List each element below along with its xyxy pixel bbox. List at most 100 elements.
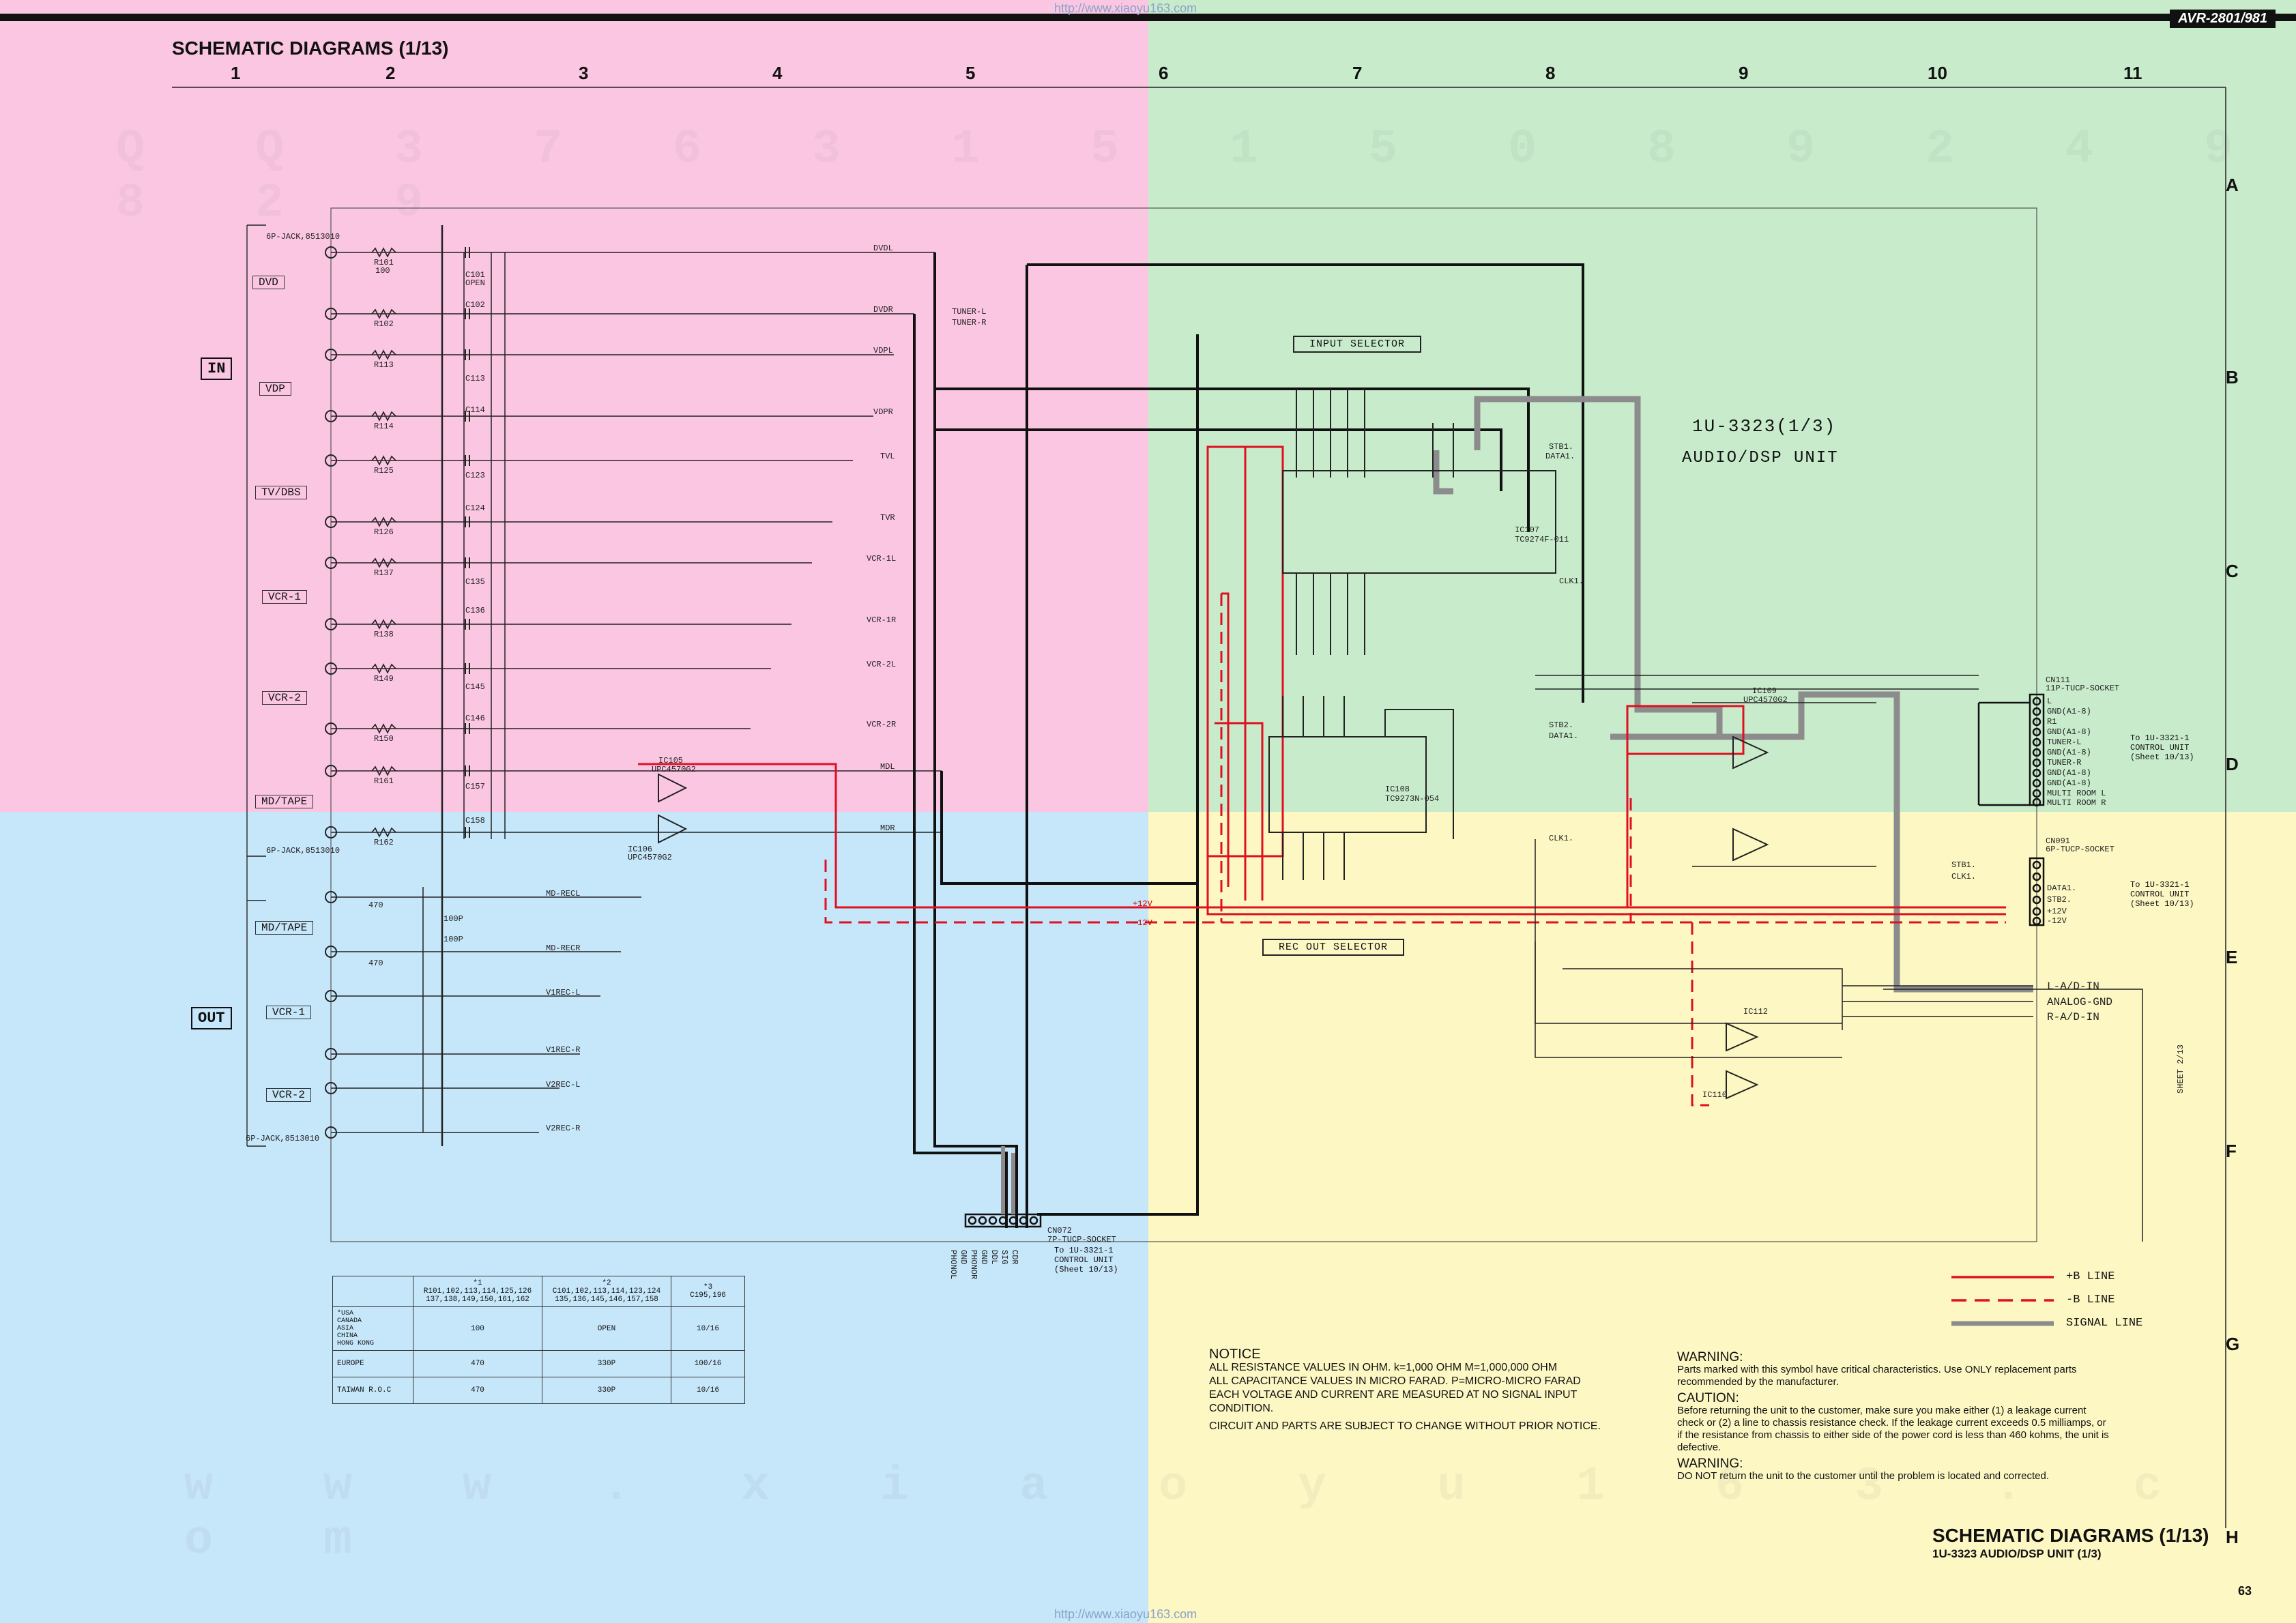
c124: C124 <box>465 503 485 513</box>
r102: R102 <box>374 319 394 329</box>
page-number: 63 <box>2238 1584 2252 1598</box>
sheet-title: SCHEMATIC DIAGRAMS (1/13) <box>172 38 449 59</box>
sig-mdl: MDL <box>880 762 895 772</box>
legend-swatches <box>1951 1276 2054 1326</box>
source-url-top[interactable]: http://www.xiaoyu163.com <box>1054 1 1197 15</box>
caution-title: CAUTION: <box>1677 1391 1739 1405</box>
sig-v1rec-r: V1REC-R <box>546 1045 581 1055</box>
rec-out-wiring <box>1535 675 2143 1242</box>
footer-subtitle: 1U-3323 AUDIO/DSP UNIT (1/3) <box>1932 1547 2102 1560</box>
cn111-pin-5: TUNER-L <box>2047 737 2082 747</box>
cn072-pin-7: CDR <box>1010 1250 1019 1265</box>
table-cell: OPEN <box>542 1306 671 1351</box>
jack-label-mdtape-out: MD/TAPE <box>255 921 314 935</box>
table-cell: EUROPE <box>332 1350 413 1377</box>
source-url-bottom[interactable]: http://www.xiaoyu163.com <box>1054 1607 1197 1621</box>
cn111-pin-1: L <box>2047 697 2052 706</box>
cn111-pin-11: MULTI ROOM R <box>2047 798 2106 808</box>
sig-md-recr: MD-RECR <box>546 944 581 953</box>
cn111-control-ref: To 1U-3321-1 CONTROL UNIT (Sheet 10/13) <box>2130 733 2194 762</box>
clk1b-label: CLK1. <box>1549 834 1574 843</box>
jack-label-vcr1: VCR-1 <box>262 590 308 604</box>
legend-b-minus-label: -B LINE <box>2066 1293 2115 1306</box>
sig-v2rec-r: V2REC-R <box>546 1124 581 1133</box>
sig-dvdl: DVDL <box>873 244 893 253</box>
top-left-region <box>0 0 1148 812</box>
notice-line: ALL RESISTANCE VALUES IN OHM. k=1,000 OH… <box>1209 1362 1558 1373</box>
board-outline <box>330 207 2037 1242</box>
jack-part-out: 6P-JACK,8513010 <box>246 1134 320 1143</box>
ic106-part: UPC4570G2 <box>628 853 672 862</box>
col-10: 10 <box>1928 63 1947 83</box>
sig-tvl: TVL <box>880 452 895 461</box>
cn111-pin-6: GND(A1-8) <box>2047 748 2091 757</box>
bottom-right-region <box>1148 812 2296 1623</box>
cn072-control-ref: To 1U-3321-1 CONTROL UNIT (Sheet 10/13) <box>1054 1246 1118 1274</box>
ic108-part: TC9273N-054 <box>1385 794 1440 804</box>
ic110-label: IC110 <box>1702 1090 1728 1100</box>
input-resistors <box>371 247 396 838</box>
row-f: F <box>2226 1141 2237 1161</box>
out-label: OUT <box>191 1007 232 1029</box>
cn111-pin-7: TUNER-R <box>2047 758 2082 767</box>
in-label: IN <box>201 357 233 380</box>
col-2: 2 <box>386 63 396 83</box>
col-7: 7 <box>1352 63 1363 83</box>
cn091-pin-6: -12V <box>2047 916 2067 926</box>
header-bar <box>0 14 2296 21</box>
notice-line: ALL CAPACITANCE VALUES IN MICRO FARAD. P… <box>1209 1375 1581 1387</box>
cn072-type: 7P-TUCP-SOCKET <box>1047 1235 1116 1244</box>
legend-b-minus: -B LINE <box>1950 1291 2155 1314</box>
cn072-pin-3: PHONOR <box>969 1250 978 1280</box>
table-cell: *3 C195,196 <box>671 1276 745 1307</box>
sig-dvdr: DVDR <box>873 305 893 315</box>
table-cell: 470 <box>413 1350 542 1377</box>
ad-r: R-A/D-IN <box>2047 1011 2099 1023</box>
sig-vcr2r: VCR-2R <box>867 720 897 729</box>
table-cell: 100/16 <box>671 1350 745 1377</box>
jack-label-vcr2: VCR-2 <box>262 691 308 705</box>
model-number: AVR-2801/981 <box>2170 10 2276 28</box>
ic109-label: IC109 <box>1752 686 1777 696</box>
r138: R138 <box>374 630 394 639</box>
notice-line: EACH VOLTAGE AND CURRENT ARE MEASURED AT… <box>1209 1389 1578 1414</box>
table-cell <box>332 1276 413 1307</box>
minus12-label: -12V <box>1133 918 1152 928</box>
jack-label-vcr1-out: VCR-1 <box>266 1006 312 1019</box>
jack-label-vdp: VDP <box>259 382 291 396</box>
warning-text-2: DO NOT return the unit to the customer u… <box>1677 1470 2049 1482</box>
c114: C114 <box>465 405 485 415</box>
footer-title: SCHEMATIC DIAGRAMS (1/13) <box>1932 1525 2209 1546</box>
cn111-connector <box>1977 693 2045 807</box>
sig-v1rec-l: V1REC-L <box>546 988 581 997</box>
plus12-label: +12V <box>1133 899 1152 909</box>
jack-part-top: 6P-JACK,8513010 <box>266 232 340 242</box>
col-11: 11 <box>2123 63 2142 83</box>
sig-md-recl: MD-RECL <box>546 889 581 898</box>
clk1-label: CLK1. <box>1559 576 1584 586</box>
row-c: C <box>2226 561 2239 581</box>
r101: R101 <box>374 258 394 267</box>
c113: C113 <box>465 374 485 383</box>
r161: R161 <box>374 776 394 786</box>
table-row: EUROPE 470 330P 100/16 <box>332 1350 745 1377</box>
data1-label: DATA1. <box>1545 452 1575 461</box>
ic109-part: UPC4570G2 <box>1743 695 1788 705</box>
bottom-left-region <box>0 812 1148 1623</box>
legend-b-plus: +B LINE <box>1950 1268 2155 1291</box>
input-selector-label: INPUT SELECTOR <box>1293 336 1422 353</box>
col-1: 1 <box>231 63 241 83</box>
c102: C102 <box>465 300 485 310</box>
legend-signal: SIGNAL LINE <box>1950 1314 2155 1337</box>
cn091-pin-1: STB1. <box>1951 860 1977 870</box>
notice-title: NOTICE <box>1209 1347 1261 1362</box>
cn072-pin-5: DDL <box>989 1250 999 1265</box>
cn091-control-ref: To 1U-3321-1 CONTROL UNIT (Sheet 10/13) <box>2130 880 2194 909</box>
cn111-pin-2: GND(A1-8) <box>2047 707 2091 716</box>
sig-tvr: TVR <box>880 513 895 523</box>
b-minus-lines <box>824 594 2006 1107</box>
r114: R114 <box>374 422 394 431</box>
ad-l: L-A/D-IN <box>2047 980 2099 993</box>
cn091-pin-2: CLK1. <box>1951 872 1977 881</box>
